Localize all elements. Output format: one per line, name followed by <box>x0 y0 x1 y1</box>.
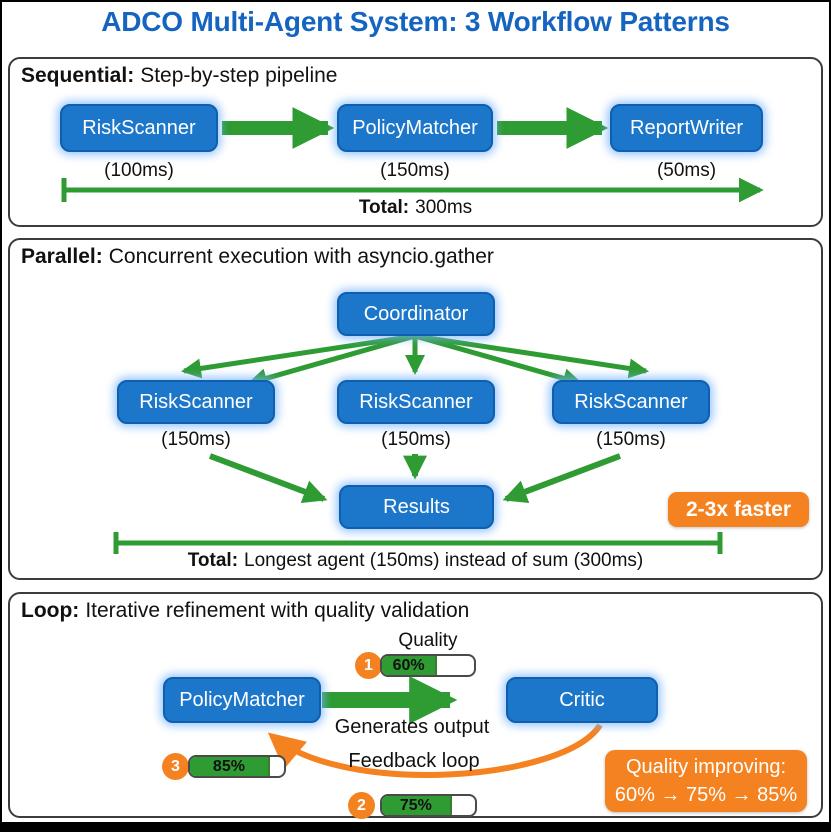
loop-description: Iterative refinement with quality valida… <box>85 599 470 622</box>
gather-arrow-left <box>208 453 328 504</box>
parallel-description: Concurrent execution with asyncio.gather <box>108 245 494 268</box>
node-policymatcher: PolicyMatcher <box>337 104 493 152</box>
generates-output-label: Generates output <box>334 716 490 738</box>
page-title: ADCO Multi-Agent System: 3 Workflow Patt… <box>101 6 730 37</box>
node-reportwriter: ReportWriter <box>610 104 763 152</box>
total-label: Total: <box>187 550 239 571</box>
callout-line-2: 60% → 75% → 85% <box>614 784 798 806</box>
node-riskscanner: RiskScanner <box>60 104 218 152</box>
total-label: Total: <box>358 197 410 218</box>
node-riskscanner-2: RiskScanner <box>337 380 495 424</box>
quality-bar-3-fill: 85% <box>190 757 270 776</box>
speedup-badge: 2-3x faster <box>668 492 809 527</box>
loop-panel: Loop:Iterative refinement with quality v… <box>8 592 823 819</box>
node-results: Results <box>339 485 494 529</box>
fanout-arrow <box>414 333 649 379</box>
quality-bar-1-fill: 60% <box>382 656 438 675</box>
parallel-total: Total:Longest agent (150ms) instead of s… <box>10 550 821 572</box>
time-label: (150ms) <box>381 429 451 450</box>
sequential-panel-header: Sequential:Step-by-step pipeline <box>21 64 337 88</box>
loop-panel-header: Loop:Iterative refinement with quality v… <box>21 599 469 623</box>
iteration-2-badge: 2 <box>348 792 375 819</box>
node-coordinator: Coordinator <box>337 292 495 336</box>
quality-bar-1: 60% <box>380 654 476 677</box>
quality-improving-callout: Quality improving: 60% → 75% → 85% <box>605 750 807 812</box>
fanout-arrow <box>414 333 583 388</box>
iteration-1-badge: 1 <box>355 652 382 679</box>
fanout-arrow <box>247 333 416 388</box>
time-label: (100ms) <box>104 160 174 181</box>
parallel-panel-header: Parallel:Concurrent execution with async… <box>21 245 494 269</box>
sequential-description: Step-by-step pipeline <box>140 64 338 87</box>
gather-arrow-right <box>502 453 622 504</box>
feedback-loop-label: Feedback loop <box>348 750 480 772</box>
node-riskscanner-1: RiskScanner <box>117 380 275 424</box>
time-label: (150ms) <box>596 429 666 450</box>
time-label: (150ms) <box>161 429 231 450</box>
sequential-total: Total:300ms <box>10 197 821 219</box>
parallel-label: Parallel: <box>21 245 103 268</box>
sequential-label: Sequential: <box>21 64 135 87</box>
node-riskscanner-3: RiskScanner <box>552 380 710 424</box>
quality-label: Quality <box>398 630 458 651</box>
total-value: Longest agent (150ms) instead of sum (30… <box>244 550 644 571</box>
quality-bar-3: 85% <box>188 755 286 778</box>
quality-bar-2: 75% <box>380 794 477 817</box>
callout-line-1: Quality improving: <box>625 756 787 778</box>
total-value: 300ms <box>415 197 473 218</box>
parallel-panel: Parallel:Concurrent execution with async… <box>8 238 823 580</box>
time-label: (150ms) <box>380 160 450 181</box>
quality-bar-2-fill: 75% <box>382 796 452 815</box>
node-policymatcher: PolicyMatcher <box>163 677 321 723</box>
fanout-arrow <box>181 333 416 379</box>
loop-label: Loop: <box>21 599 80 622</box>
time-label: (50ms) <box>656 160 717 181</box>
node-critic: Critic <box>506 677 658 723</box>
sequential-panel: Sequential:Step-by-step pipeline RiskSca… <box>8 57 823 227</box>
iteration-3-badge: 3 <box>162 753 189 780</box>
